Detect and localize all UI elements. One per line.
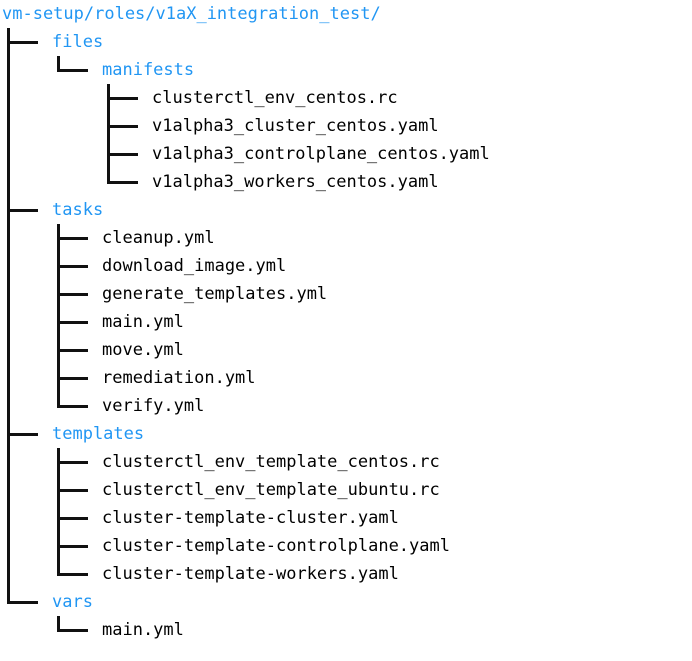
directory-label: files: [52, 32, 104, 52]
tree-connector-tee: [50, 308, 100, 336]
tree-connector-corner: [50, 392, 100, 420]
tree-connector-tee: [50, 448, 100, 476]
tree-row: v1alpha3_cluster_centos.yaml: [0, 112, 692, 140]
tree-connector-corner: [50, 616, 100, 644]
tree-connector-tee: [50, 224, 100, 252]
indent-spacer: [50, 84, 100, 112]
file-label: cluster-template-cluster.yaml: [102, 508, 399, 528]
directory-label: manifests: [102, 60, 195, 80]
tree-connector-bar: [0, 532, 50, 560]
tree-row: cluster-template-controlplane.yaml: [0, 532, 692, 560]
tree-row: v1alpha3_workers_centos.yaml: [0, 168, 692, 196]
tree-connector-tee: [0, 196, 50, 224]
file-label: clusterctl_env_template_ubuntu.rc: [102, 480, 440, 500]
tree-connector-tee: [100, 84, 150, 112]
root-directory-path: vm-setup/roles/v1aX_integration_test/: [2, 4, 381, 24]
file-label: remediation.yml: [102, 368, 256, 388]
tree-connector-bar: [0, 280, 50, 308]
tree-connector-bar: [0, 308, 50, 336]
tree-row: v1alpha3_controlplane_centos.yaml: [0, 140, 692, 168]
indent-spacer: [50, 168, 100, 196]
tree-row: main.yml: [0, 308, 692, 336]
file-label: download_image.yml: [102, 256, 287, 276]
tree-connector-corner: [0, 588, 50, 616]
tree-connector-tee: [50, 504, 100, 532]
file-label: clusterctl_env_template_centos.rc: [102, 452, 440, 472]
tree-row: clusterctl_env_template_ubuntu.rc: [0, 476, 692, 504]
indent-spacer: [50, 140, 100, 168]
tree-connector-bar: [0, 112, 50, 140]
tree-connector-tee: [100, 140, 150, 168]
tree-row: vars: [0, 588, 692, 616]
tree-connector-tee: [100, 112, 150, 140]
tree-connector-tee: [50, 336, 100, 364]
tree-connector-bar: [0, 504, 50, 532]
file-label: v1alpha3_cluster_centos.yaml: [152, 116, 439, 136]
file-label: main.yml: [102, 620, 184, 640]
tree-row: templates: [0, 420, 692, 448]
tree-row: main.yml: [0, 616, 692, 644]
indent-spacer: [50, 112, 100, 140]
tree-connector-bar: [0, 392, 50, 420]
tree-connector-tee: [0, 420, 50, 448]
tree-row: remediation.yml: [0, 364, 692, 392]
tree-connector-corner: [50, 560, 100, 588]
tree-row: cleanup.yml: [0, 224, 692, 252]
tree-connector-tee: [50, 476, 100, 504]
tree-row: cluster-template-workers.yaml: [0, 560, 692, 588]
tree-connector-bar: [0, 56, 50, 84]
tree-connector-corner: [50, 56, 100, 84]
tree-connector-tee: [50, 280, 100, 308]
file-label: main.yml: [102, 312, 184, 332]
tree-row: generate_templates.yml: [0, 280, 692, 308]
tree-row: tasks: [0, 196, 692, 224]
tree-row: manifests: [0, 56, 692, 84]
file-label: clusterctl_env_centos.rc: [152, 88, 398, 108]
tree-connector-bar: [0, 476, 50, 504]
tree-connector-tee: [50, 364, 100, 392]
tree-connector-bar: [0, 252, 50, 280]
tree-connector-bar: [0, 140, 50, 168]
file-label: v1alpha3_workers_centos.yaml: [152, 172, 439, 192]
tree-connector-bar: [0, 560, 50, 588]
directory-label: templates: [52, 424, 145, 444]
file-label: cluster-template-controlplane.yaml: [102, 536, 450, 556]
file-label: generate_templates.yml: [102, 284, 328, 304]
file-label: cluster-template-workers.yaml: [102, 564, 399, 584]
tree-connector-bar: [0, 224, 50, 252]
tree-row: move.yml: [0, 336, 692, 364]
tree-connector-tee: [50, 532, 100, 560]
file-label: v1alpha3_controlplane_centos.yaml: [152, 144, 490, 164]
tree-connector-corner: [100, 168, 150, 196]
file-label: verify.yml: [102, 396, 205, 416]
file-label: cleanup.yml: [102, 228, 215, 248]
tree-row: clusterctl_env_template_centos.rc: [0, 448, 692, 476]
tree-row: cluster-template-cluster.yaml: [0, 504, 692, 532]
directory-label: tasks: [52, 200, 104, 220]
file-tree: vm-setup/roles/v1aX_integration_test/ fi…: [0, 4, 692, 644]
directory-label: vars: [52, 592, 93, 612]
tree-row: clusterctl_env_centos.rc: [0, 84, 692, 112]
tree-connector-tee: [0, 28, 50, 56]
tree-connector-bar: [0, 448, 50, 476]
tree-row: files: [0, 28, 692, 56]
tree-rows: files manifests clusterctl_env_centos.rc v1…: [0, 28, 692, 644]
tree-row: verify.yml: [0, 392, 692, 420]
tree-connector-bar: [0, 168, 50, 196]
tree-row: download_image.yml: [0, 252, 692, 280]
tree-connector-bar: [0, 336, 50, 364]
tree-connector-tee: [50, 252, 100, 280]
tree-connector-bar: [0, 364, 50, 392]
file-label: move.yml: [102, 340, 184, 360]
indent-spacer: [0, 616, 50, 644]
tree-connector-bar: [0, 84, 50, 112]
